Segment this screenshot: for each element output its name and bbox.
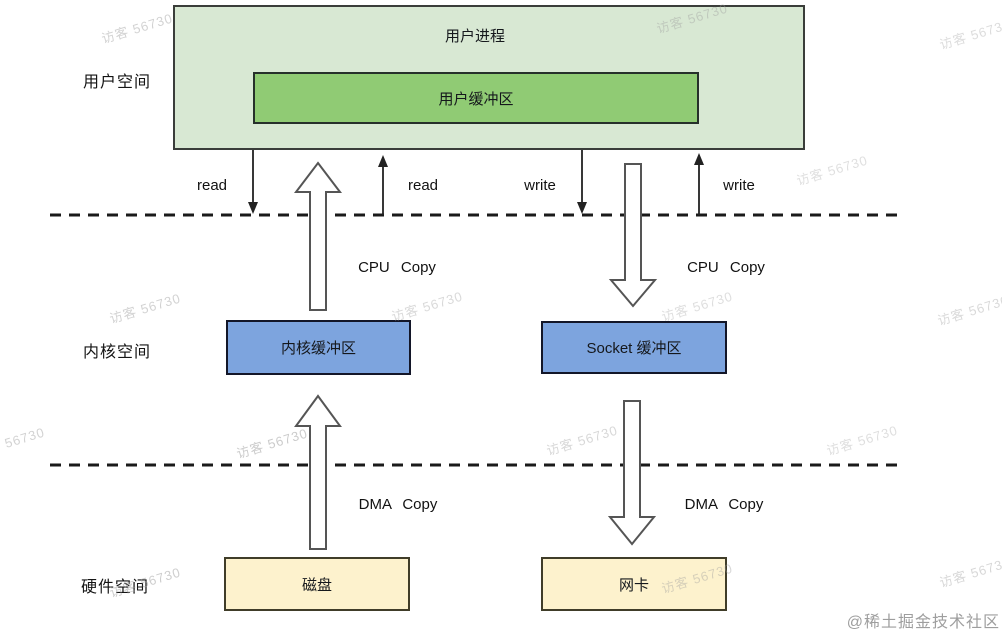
- socket-buffer-box: Socket 缓冲区: [541, 321, 727, 374]
- dma-copy-arrow-down: [607, 400, 657, 546]
- cpu-copy-label-left: CPU Copy: [358, 259, 436, 276]
- kernel-space-label: 内核空间: [83, 344, 152, 361]
- dma-copy-arrow-up: [294, 394, 342, 550]
- dma-copy-label-right: DMA Copy: [684, 496, 764, 513]
- kernel-buffer-label: 内核缓冲区: [280, 340, 356, 357]
- kernel-buffer-box: 内核缓冲区: [226, 320, 411, 375]
- socket-buffer-label: Socket 缓冲区: [586, 340, 682, 357]
- read-return-arrow-up: [378, 155, 388, 215]
- read-label-right: read: [407, 177, 439, 194]
- disk-box: 磁盘: [224, 557, 410, 611]
- cpu-copy-arrow-up: [293, 161, 343, 311]
- write-syscall-arrow-down: [577, 150, 587, 214]
- user-buffer-box: 用户缓冲区: [253, 72, 699, 124]
- write-label-right: write: [723, 177, 755, 194]
- dma-copy-label-left: DMA Copy: [358, 496, 438, 513]
- user-space-label: 用户空间: [83, 74, 152, 91]
- cpu-copy-arrow-down: [608, 163, 658, 308]
- nic-label: 网卡: [618, 576, 649, 594]
- nic-box: 网卡: [541, 557, 727, 611]
- user-buffer-label: 用户缓冲区: [438, 90, 514, 108]
- community-credit: @稀土掘金技术社区: [846, 614, 1000, 631]
- write-return-arrow-up: [694, 153, 704, 215]
- user-process-label: 用户进程: [444, 28, 505, 45]
- cpu-copy-label-right: CPU Copy: [687, 259, 765, 276]
- read-label-left: read: [196, 177, 228, 194]
- write-label-left: write: [524, 177, 556, 194]
- disk-label: 磁盘: [301, 576, 332, 594]
- read-syscall-arrow-down: [248, 150, 258, 214]
- hardware-space-label: 硬件空间: [81, 579, 150, 596]
